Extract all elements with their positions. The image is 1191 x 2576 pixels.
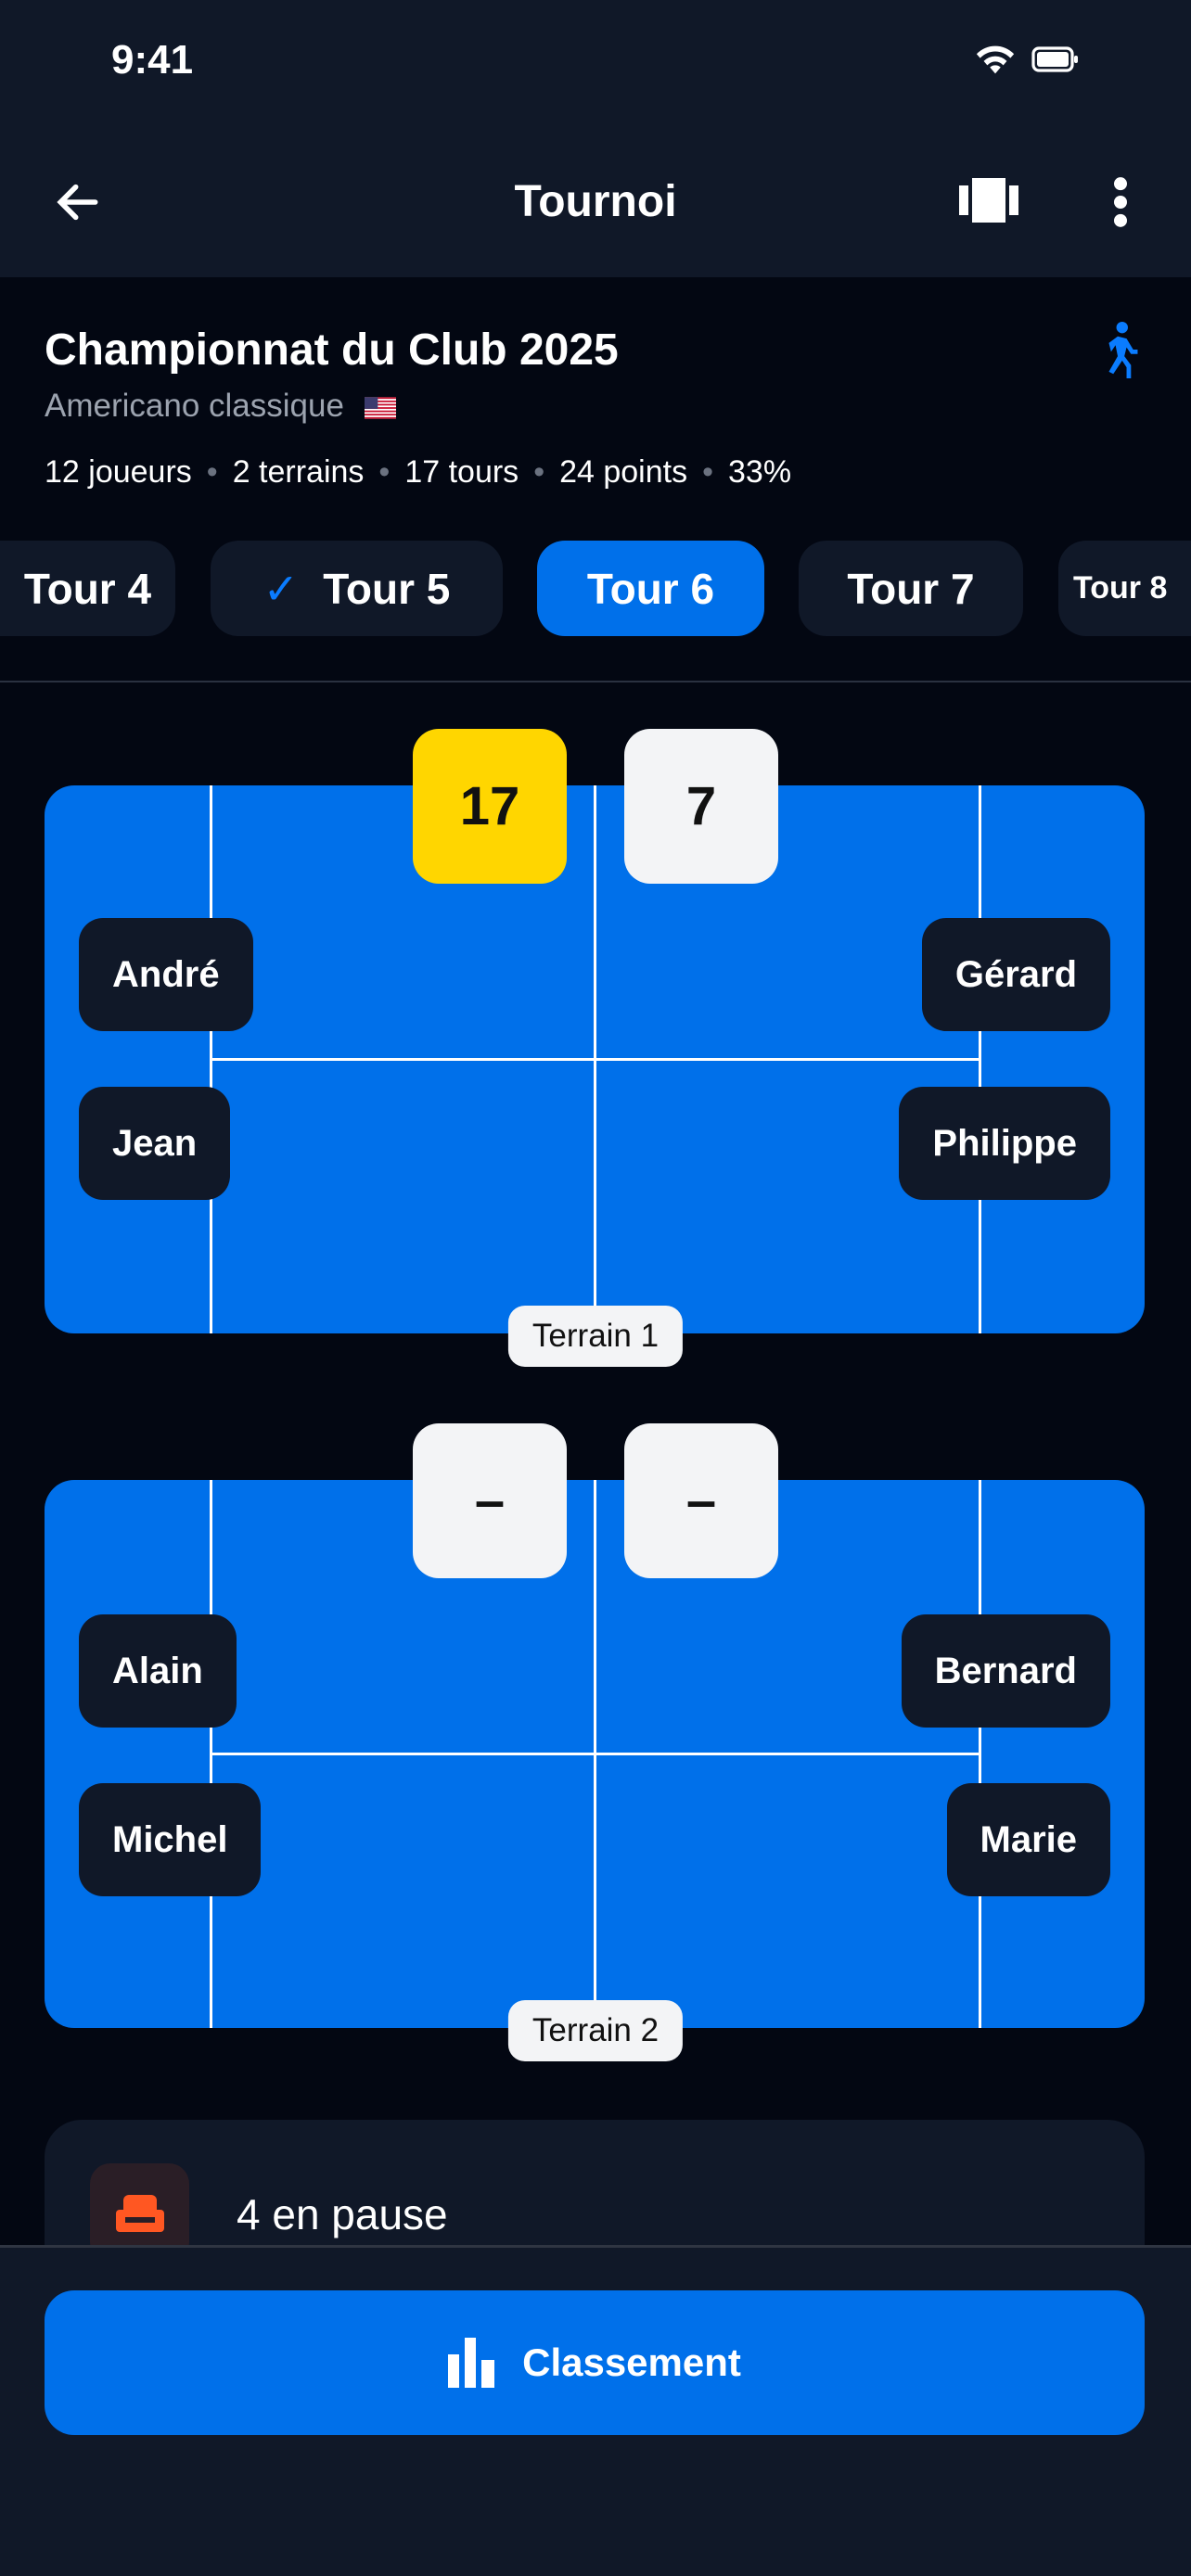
- us-flag-icon: [364, 397, 396, 419]
- page-title: Tournoi: [514, 177, 677, 226]
- divider: [0, 681, 1191, 682]
- tab-tour-4[interactable]: Tour 4: [0, 541, 175, 636]
- pause-label: 4 en pause: [237, 2190, 448, 2238]
- court-label: Terrain 2: [507, 2000, 684, 2061]
- player-chip[interactable]: Jean: [79, 1087, 231, 1200]
- player-chip[interactable]: Philippe: [899, 1087, 1110, 1200]
- score-right[interactable]: –: [624, 1423, 778, 1578]
- player-chip[interactable]: Alain: [79, 1614, 237, 1728]
- check-icon: ✓: [263, 564, 300, 613]
- player-chip[interactable]: André: [79, 918, 253, 1031]
- tab-tour-5[interactable]: ✓Tour 5: [211, 541, 503, 636]
- court-label: Terrain 1: [507, 1306, 684, 1367]
- court-2: Alain Michel Bernard Marie Terrain 2: [45, 1480, 1145, 2061]
- score-right[interactable]: 7: [624, 729, 778, 884]
- tab-tour-6[interactable]: Tour 6: [537, 541, 764, 636]
- ranking-label: Classement: [522, 2340, 741, 2384]
- tab-tour-7[interactable]: Tour 7: [799, 541, 1023, 636]
- more-vert-icon[interactable]: [1109, 176, 1132, 228]
- player-chip[interactable]: Bernard: [901, 1614, 1110, 1728]
- bar-chart-icon: [448, 2338, 495, 2388]
- status-time: 9:41: [111, 37, 194, 83]
- court-view-icon[interactable]: [959, 178, 1018, 223]
- wifi-icon: [976, 45, 1015, 74]
- ranking-button[interactable]: Classement: [45, 2290, 1145, 2435]
- tab-tour-8[interactable]: Tour 8: [1058, 541, 1191, 636]
- tournament-format: Americano classique: [45, 388, 396, 425]
- court-1: André Jean Gérard Philippe Terrain 1: [45, 785, 1145, 1367]
- running-icon[interactable]: [1095, 321, 1141, 378]
- tournament-stats: 12 joueurs•2 terrains•17 tours•24 points…: [45, 454, 792, 490]
- score-left[interactable]: –: [413, 1423, 567, 1578]
- player-chip[interactable]: Marie: [946, 1783, 1110, 1896]
- battery-icon: [1031, 46, 1078, 72]
- player-chip[interactable]: Michel: [79, 1783, 262, 1896]
- score-left[interactable]: 17: [413, 729, 567, 884]
- back-arrow-icon[interactable]: [52, 176, 104, 228]
- tournament-name: Championnat du Club 2025: [45, 325, 619, 375]
- player-chip[interactable]: Gérard: [921, 918, 1110, 1031]
